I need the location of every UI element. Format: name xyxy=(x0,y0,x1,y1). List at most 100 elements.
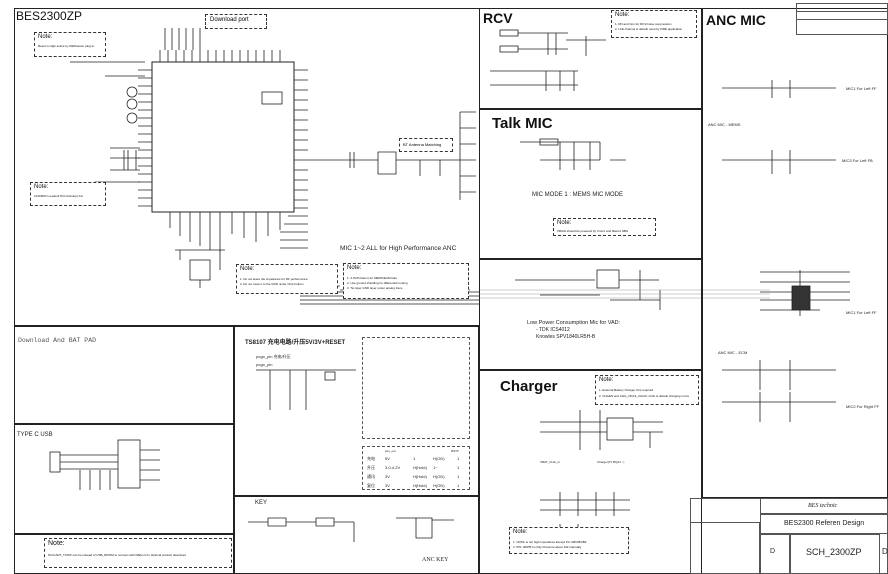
low-power-item: - TDK ICS4012 xyxy=(536,327,570,333)
table-cell: 1 xyxy=(457,483,460,488)
note-line: 1. External Battery Charger ICis require… xyxy=(599,388,654,392)
talk-mic-panel xyxy=(479,109,702,259)
note-header: Note: xyxy=(34,184,49,190)
note-header: Note: xyxy=(615,12,630,18)
rcv-title: RCV xyxy=(483,10,513,26)
table-cell: H(Hold) xyxy=(413,483,427,488)
title-block-size: D xyxy=(882,547,888,556)
note-line: 1. CP/DL is not high impedance Except Pi… xyxy=(513,540,587,544)
download-port-label: Download port xyxy=(205,14,267,29)
anc-mic-title: ANC MIC xyxy=(706,12,766,28)
revision-table-line xyxy=(796,19,888,20)
charger-bottom-note: Note: 1. CP/DL is not high impedance Exc… xyxy=(509,527,629,554)
rcv-note: Note: 1. RN and Cpn for RCV/noise suppre… xyxy=(611,10,697,38)
table-cell: H(OD) xyxy=(433,483,445,488)
ts8107-title: TS8107 充电电路/升压5V/3V+RESET xyxy=(245,340,346,346)
reset-note: Note: Reset is High active by 60kPasson … xyxy=(34,32,106,57)
note-header: Note: xyxy=(48,540,65,547)
table-row: 复位 3V H(Hold) H(OD) 1 xyxy=(363,482,469,491)
anc-mic1-label: MIC1 For Left FF xyxy=(846,86,877,91)
table-cell: 3.0-4.2V xyxy=(385,465,401,470)
table-cell: 1 xyxy=(457,465,460,470)
charger-label: VBAT_CHG_in xyxy=(540,460,560,464)
talk-mic-title: Talk MIC xyxy=(492,115,553,132)
note-line: 3. Tie layer GND layer under analog trac… xyxy=(347,286,403,290)
table-cell: 3V xyxy=(385,483,390,488)
ts8107-panel xyxy=(234,326,479,496)
revision-table-line xyxy=(796,11,888,12)
anc-mems-label: ANC MIC - MEMS xyxy=(708,122,741,127)
rcv-panel xyxy=(479,8,702,109)
table-header-cell: pwr_out xyxy=(385,449,396,453)
note-body: Pin/UART_TX/RX can be instead of USB_DP/… xyxy=(48,553,186,557)
anc-key-label: ANC KEY xyxy=(422,557,449,563)
note-line: 2. LFE channel is default used by FIRE a… xyxy=(615,27,683,31)
title-block-left xyxy=(690,522,760,574)
table-cell: 1~ xyxy=(433,465,438,470)
note-header: Note: xyxy=(240,266,255,272)
page-title: BES2300ZP xyxy=(16,9,83,23)
note-line: 1. 2.0V/D.bias is for MEMS/ECM bias xyxy=(347,276,397,280)
ldo-note: Note: LDO/BOO needed/ DO/ Activa(u) Arc xyxy=(30,182,106,206)
table-cell: 升压 xyxy=(367,465,375,470)
table-cell: 3V xyxy=(385,474,390,479)
table-cell: 5V xyxy=(385,456,390,461)
rf-note: Note: 1. Do not leave the impedance for … xyxy=(236,264,338,294)
download-bat-title: Download And BAT PAD xyxy=(18,337,97,344)
type-c-title: TYPE C USB xyxy=(17,432,53,438)
table-cell: H(Hold) xyxy=(413,474,427,479)
note-line: 2. Do not route it to the GND under Chip… xyxy=(240,282,304,286)
charger-title: Charger xyxy=(500,378,558,395)
table-row: 充电 5V 1 H(OD) 1 xyxy=(363,455,469,464)
table-cell: 通讯 xyxy=(367,474,375,479)
anc-mic3-label: MIC3 For Left FB xyxy=(842,158,873,163)
note-body: VBIAS should be powered by Vmic1 and fil… xyxy=(557,229,629,233)
low-power-title: Low Power Consumption Mic for VAD: xyxy=(527,320,621,326)
table-cell: 1 xyxy=(457,456,460,461)
table-cell: 充电 xyxy=(367,456,375,461)
table-row: 升压 3.0-4.2V H(Hold) 1~ 1 xyxy=(363,464,469,473)
anc-mic-panel xyxy=(702,8,888,498)
note-line: 2. CHGEN and CHG_OK/HI_CHGN: CHG is defa… xyxy=(599,394,689,398)
table-cell: 1 xyxy=(457,474,460,479)
talk-mic-note: Note: VBIAS should be powered by Vmic1 a… xyxy=(553,218,656,236)
charger-label: Charger(TI/ BQ24...) xyxy=(597,460,625,464)
note-line: 2. PIN: RDPB to Only Pressure about 10k … xyxy=(513,545,582,549)
title-block-design: BES2300 Referen Design xyxy=(784,520,865,527)
type-c-panel xyxy=(14,424,234,534)
mic-mode-label: MIC MODE 1 : MEMS MIC MODE xyxy=(532,192,624,198)
title-block-rev: D xyxy=(770,548,776,555)
ts8107-mode-table: pwr_out RSTF 充电 5V 1 H(OD) 1 升压 3.0-4.2V… xyxy=(362,446,470,490)
key-title: KEY xyxy=(255,500,268,506)
low-power-item: Knowles SPV1840LR5H-B xyxy=(536,334,596,340)
note-body: Reset is High active by 60kPasson plug-i… xyxy=(38,44,95,48)
table-row: 通讯 3V H(Hold) H(OD) 1 xyxy=(363,473,469,482)
note-header: Note: xyxy=(347,265,362,271)
mic-caption: MIC 1~2 ALL for High Performance ANC xyxy=(340,245,457,252)
ts8107-ic-box xyxy=(362,337,470,439)
note-header: Note: xyxy=(599,377,614,383)
note-header: Note: xyxy=(513,529,528,535)
table-cell: H(OD) xyxy=(433,456,445,461)
uart-note: Note: Pin/UART_TX/RX can be instead of U… xyxy=(44,538,232,568)
table-header-cell: RSTF xyxy=(451,449,459,453)
note-body: LDO/BOO needed/ DO/ Activa(u) Arc xyxy=(34,194,84,198)
anc-mic1-ecm-label: MIC1 For Left FF xyxy=(846,310,877,315)
anc-mic2-label: MIC2 For Right FF xyxy=(846,404,880,409)
title-block-doc: SCH_2300ZP xyxy=(806,547,862,557)
ts8107-pin2: pogo_pin xyxy=(256,362,273,367)
table-cell: H(OD) xyxy=(433,474,445,479)
note-line: 1. Do not leave the impedance for RF per… xyxy=(240,277,308,281)
bt-matching-label: BT Antenna Matching xyxy=(399,138,453,152)
bt-matching-text: BT Antenna Matching xyxy=(403,142,442,147)
title-block-company: BES technic xyxy=(808,503,838,509)
note-line: 1. RN and Cpn for RCV/noise suppression xyxy=(615,22,672,26)
note-header: Note: xyxy=(557,220,572,226)
anc-ecm-label: ANC MIC - ECM xyxy=(718,350,748,355)
mic-bias-note: Note: 1. 2.0V/D.bias is for MEMS/ECM bia… xyxy=(343,263,469,299)
note-header: Note: xyxy=(38,34,53,40)
ts8107-pin1: pogo_pin 充电/升压 xyxy=(256,354,291,359)
table-cell: 复位 xyxy=(367,483,375,488)
charger-note: Note: 1. External Battery Charger ICis r… xyxy=(595,375,699,405)
